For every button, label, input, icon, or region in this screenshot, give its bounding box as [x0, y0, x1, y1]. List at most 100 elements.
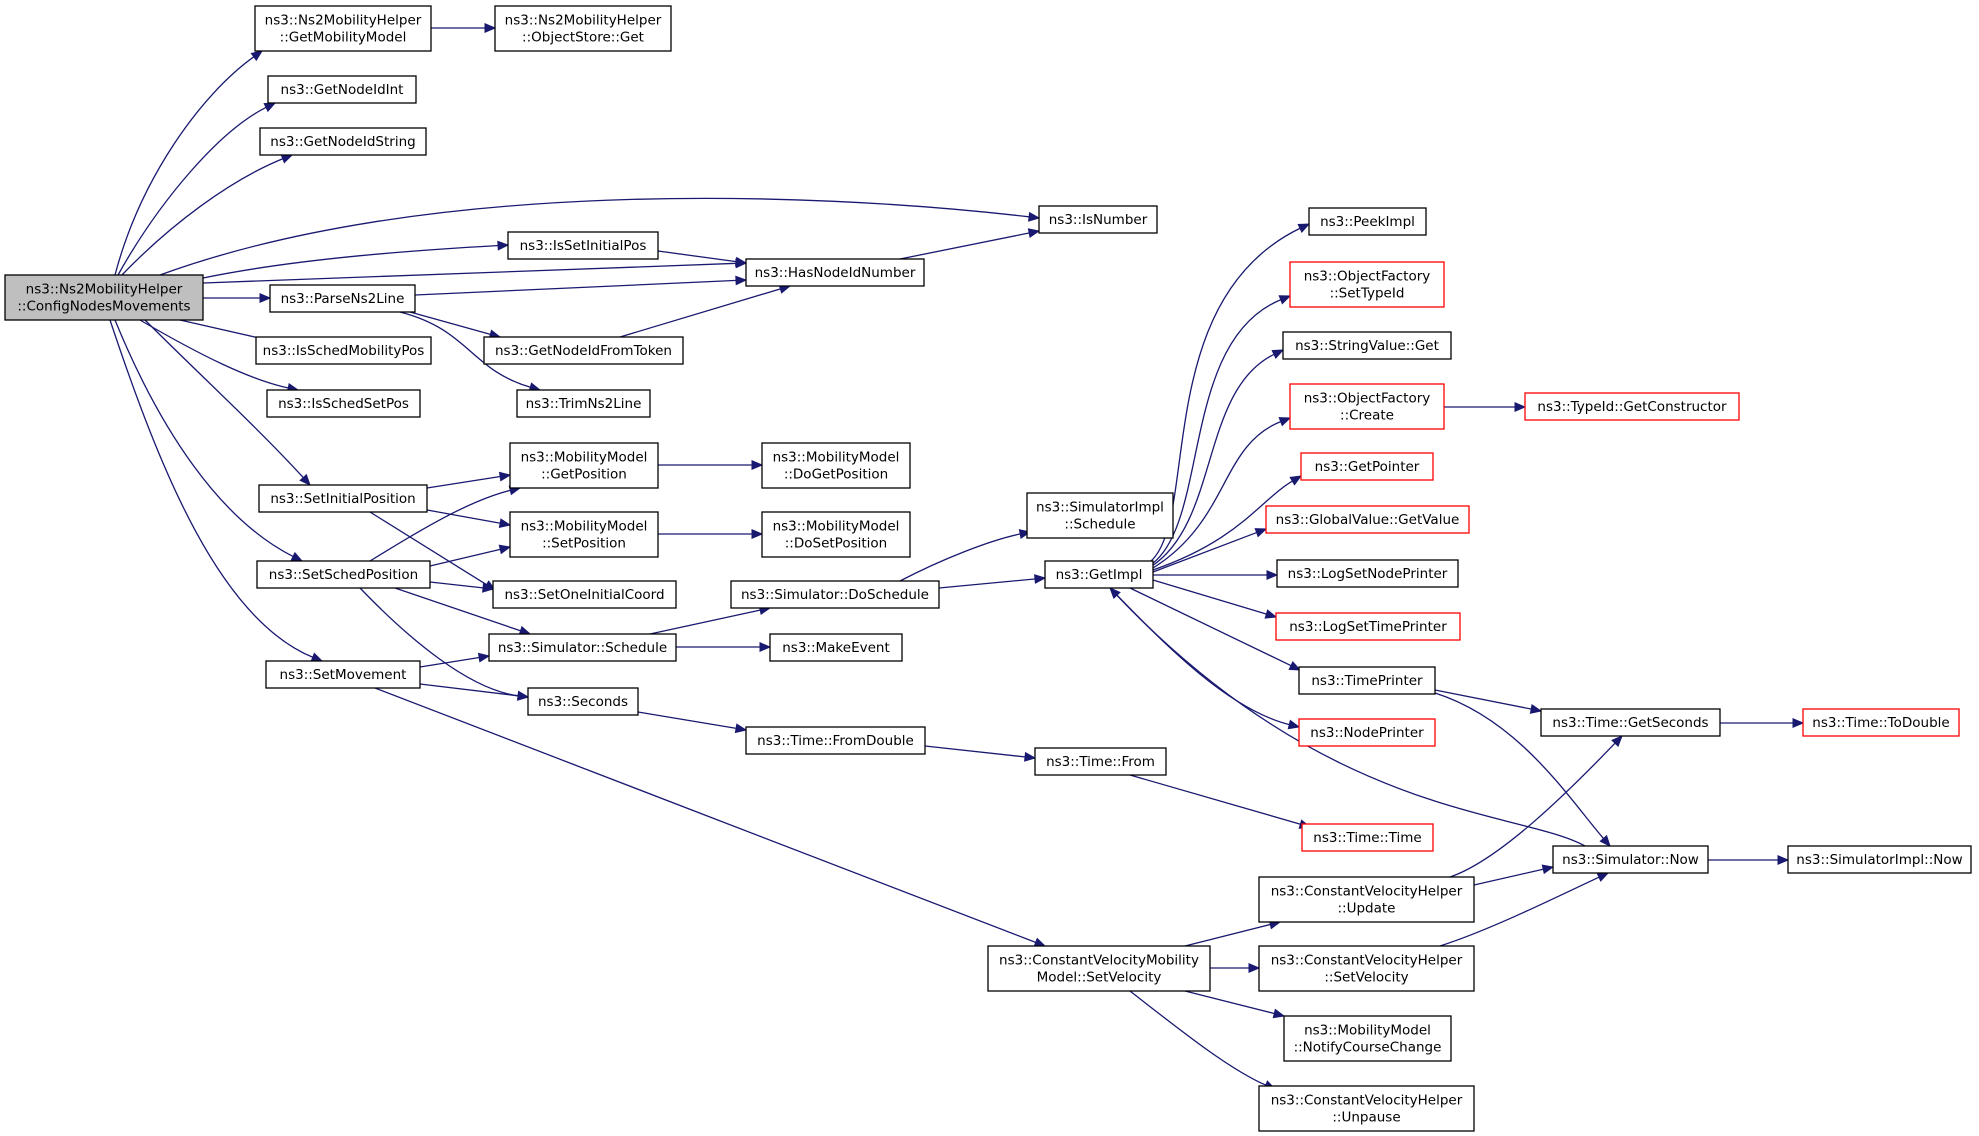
node-setInitialPosition[interactable]: ns3::SetInitialPosition: [258, 484, 428, 513]
node-box[interactable]: [269, 284, 416, 313]
node-parseNs2Line[interactable]: ns3::ParseNs2Line: [269, 284, 416, 313]
node-box[interactable]: [745, 726, 926, 755]
node-box[interactable]: [254, 5, 432, 52]
node-timePrinter[interactable]: ns3::TimePrinter: [1298, 666, 1436, 695]
node-stringValueGet[interactable]: ns3::StringValue::Get: [1282, 331, 1452, 360]
node-box[interactable]: [507, 231, 659, 260]
node-box[interactable]: [1258, 945, 1475, 992]
node-box[interactable]: [1524, 392, 1740, 421]
node-timeFrom[interactable]: ns3::Time::From: [1034, 747, 1167, 776]
node-box[interactable]: [255, 336, 432, 365]
node-timeTime[interactable]: ns3::Time::Time: [1301, 823, 1434, 852]
node-nodePrinter[interactable]: ns3::NodePrinter: [1298, 718, 1436, 747]
node-box[interactable]: [1308, 207, 1427, 236]
node-simImplNow[interactable]: ns3::SimulatorImpl::Now: [1787, 845, 1972, 874]
node-box[interactable]: [1276, 559, 1459, 588]
node-typeIdGetConstructor[interactable]: ns3::TypeId::GetConstructor: [1524, 392, 1740, 421]
node-isSchedMobilityPos[interactable]: ns3::IsSchedMobilityPos: [255, 336, 432, 365]
node-ofCreate[interactable]: ns3::ObjectFactory::Create: [1289, 383, 1445, 430]
node-box[interactable]: [1787, 845, 1972, 874]
node-makeEvent[interactable]: ns3::MakeEvent: [769, 633, 903, 662]
node-getImpl[interactable]: ns3::GetImpl: [1044, 560, 1154, 589]
node-ofSetTypeId[interactable]: ns3::ObjectFactory::SetTypeId: [1289, 261, 1445, 308]
node-box[interactable]: [492, 580, 677, 609]
node-logSetTimePrinter[interactable]: ns3::LogSetTimePrinter: [1275, 612, 1461, 641]
node-box[interactable]: [1258, 876, 1475, 923]
node-setSchedPosition[interactable]: ns3::SetSchedPosition: [256, 560, 431, 589]
node-timeGetSeconds[interactable]: ns3::Time::GetSeconds: [1540, 708, 1721, 737]
node-box[interactable]: [509, 442, 659, 489]
node-box[interactable]: [730, 580, 940, 609]
node-box[interactable]: [1802, 708, 1960, 737]
node-box[interactable]: [488, 633, 677, 662]
node-mmNotifyCourseChange[interactable]: ns3::MobilityModel::NotifyCourseChange: [1283, 1015, 1452, 1062]
node-box[interactable]: [1044, 560, 1154, 589]
node-getNodeIdFromToken[interactable]: ns3::GetNodeIdFromToken: [483, 336, 684, 365]
node-simDoSchedule[interactable]: ns3::Simulator::DoSchedule: [730, 580, 940, 609]
node-box[interactable]: [1289, 383, 1445, 430]
node-box[interactable]: [1289, 261, 1445, 308]
node-box[interactable]: [1275, 612, 1461, 641]
node-mmDoGetPosition[interactable]: ns3::MobilityModel::DoGetPosition: [761, 442, 911, 489]
node-box[interactable]: [516, 389, 651, 418]
node-box[interactable]: [1258, 1085, 1475, 1132]
node-seconds[interactable]: ns3::Seconds: [527, 687, 639, 716]
node-isSchedSetPos[interactable]: ns3::IsSchedSetPos: [266, 389, 421, 418]
node-box[interactable]: [259, 127, 427, 156]
node-setOneInitialCoord[interactable]: ns3::SetOneInitialCoord: [492, 580, 677, 609]
node-box[interactable]: [761, 442, 911, 489]
node-objectStoreGet[interactable]: ns3::Ns2MobilityHelper::ObjectStore::Get: [494, 5, 672, 52]
node-cvmmSetVelocity[interactable]: ns3::ConstantVelocityMobilityModel::SetV…: [987, 945, 1211, 992]
node-mmGetPosition[interactable]: ns3::MobilityModel::GetPosition: [509, 442, 659, 489]
node-timeFromDouble[interactable]: ns3::Time::FromDouble: [745, 726, 926, 755]
node-hasNodeIdNumber[interactable]: ns3::HasNodeIdNumber: [745, 258, 925, 287]
node-box[interactable]: [483, 336, 684, 365]
node-globalValueGetValue[interactable]: ns3::GlobalValue::GetValue: [1265, 505, 1470, 534]
node-box[interactable]: [745, 258, 925, 287]
node-box[interactable]: [258, 484, 428, 513]
node-box[interactable]: [1038, 205, 1158, 234]
node-cvhUpdate[interactable]: ns3::ConstantVelocityHelper::Update: [1258, 876, 1475, 923]
node-box[interactable]: [1282, 331, 1452, 360]
node-root[interactable]: ns3::Ns2MobilityHelper::ConfigNodesMovem…: [4, 274, 204, 321]
node-trimNs2Line[interactable]: ns3::TrimNs2Line: [516, 389, 651, 418]
node-getMobilityModel[interactable]: ns3::Ns2MobilityHelper::GetMobilityModel: [254, 5, 432, 52]
node-box[interactable]: [1298, 666, 1436, 695]
node-getNodeIdInt[interactable]: ns3::GetNodeIdInt: [267, 75, 417, 104]
node-isNumber[interactable]: ns3::IsNumber: [1038, 205, 1158, 234]
node-box[interactable]: [769, 633, 903, 662]
node-box[interactable]: [4, 274, 204, 321]
node-box[interactable]: [267, 75, 417, 104]
node-box[interactable]: [1301, 823, 1434, 852]
node-getPointer[interactable]: ns3::GetPointer: [1300, 452, 1434, 481]
node-cvhUnpause[interactable]: ns3::ConstantVelocityHelper::Unpause: [1258, 1085, 1475, 1132]
node-isSetInitialPos[interactable]: ns3::IsSetInitialPos: [507, 231, 659, 260]
node-peekImpl[interactable]: ns3::PeekImpl: [1308, 207, 1427, 236]
node-simImplSchedule[interactable]: ns3::SimulatorImpl::Schedule: [1026, 492, 1174, 539]
node-box[interactable]: [1298, 718, 1436, 747]
node-box[interactable]: [761, 511, 911, 558]
node-box[interactable]: [1552, 845, 1709, 874]
node-box[interactable]: [1283, 1015, 1452, 1062]
node-box[interactable]: [494, 5, 672, 52]
node-simSchedule[interactable]: ns3::Simulator::Schedule: [488, 633, 677, 662]
node-mmSetPosition[interactable]: ns3::MobilityModel::SetPosition: [509, 511, 659, 558]
node-box[interactable]: [987, 945, 1211, 992]
node-timeToDouble[interactable]: ns3::Time::ToDouble: [1802, 708, 1960, 737]
node-getNodeIdString[interactable]: ns3::GetNodeIdString: [259, 127, 427, 156]
node-box[interactable]: [1300, 452, 1434, 481]
node-logSetNodePrinter[interactable]: ns3::LogSetNodePrinter: [1276, 559, 1459, 588]
node-box[interactable]: [1034, 747, 1167, 776]
node-box[interactable]: [256, 560, 431, 589]
node-simNow[interactable]: ns3::Simulator::Now: [1552, 845, 1709, 874]
node-setMovement[interactable]: ns3::SetMovement: [265, 660, 421, 689]
node-box[interactable]: [265, 660, 421, 689]
node-box[interactable]: [509, 511, 659, 558]
node-box[interactable]: [1026, 492, 1174, 539]
node-cvhSetVelocity[interactable]: ns3::ConstantVelocityHelper::SetVelocity: [1258, 945, 1475, 992]
node-box[interactable]: [266, 389, 421, 418]
node-box[interactable]: [1540, 708, 1721, 737]
node-box[interactable]: [527, 687, 639, 716]
node-box[interactable]: [1265, 505, 1470, 534]
node-mmDoSetPosition[interactable]: ns3::MobilityModel::DoSetPosition: [761, 511, 911, 558]
